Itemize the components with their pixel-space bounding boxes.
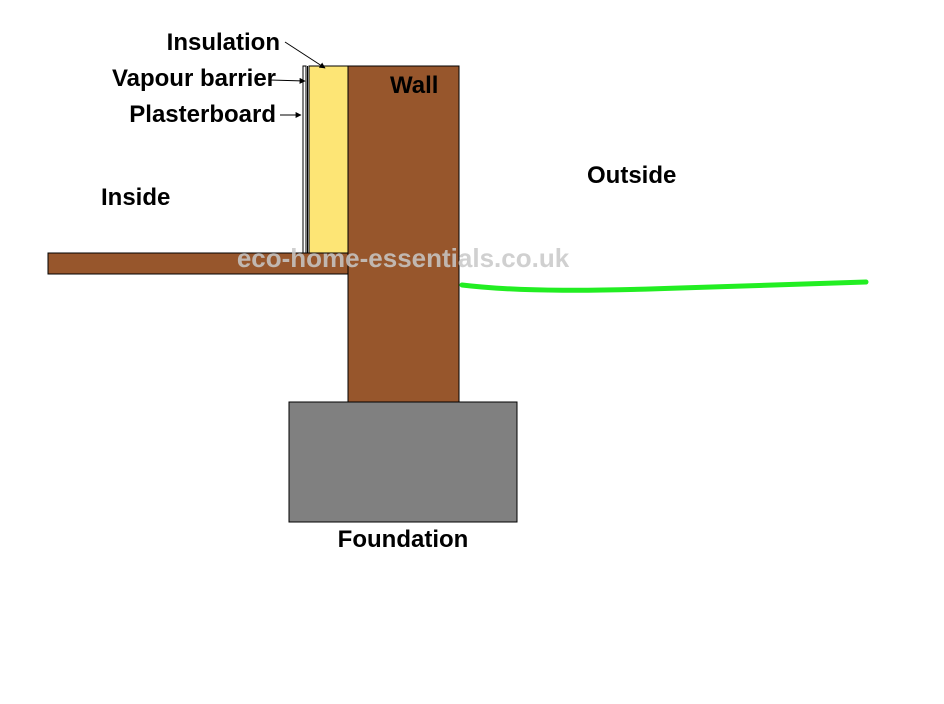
watermark-text: eco-home-essentials.co.uk <box>237 243 570 273</box>
vapour-barrier-label: Vapour barrier <box>112 65 276 92</box>
foundation-label: Foundation <box>338 526 469 553</box>
plasterboard-layer <box>302 65 307 254</box>
wall-label: Wall <box>390 72 438 99</box>
ground-line <box>459 279 869 293</box>
insulation-label: Insulation <box>167 29 280 56</box>
wall <box>347 65 460 404</box>
outside-label: Outside <box>587 162 676 189</box>
plasterboard-label: Plasterboard <box>129 101 276 128</box>
insulation-layer <box>308 65 349 254</box>
inside-label: Inside <box>101 184 170 211</box>
foundation <box>288 401 518 523</box>
insulation-pointer-arrow <box>284 41 326 69</box>
vapour-barrier-pointer-arrow <box>269 77 306 84</box>
